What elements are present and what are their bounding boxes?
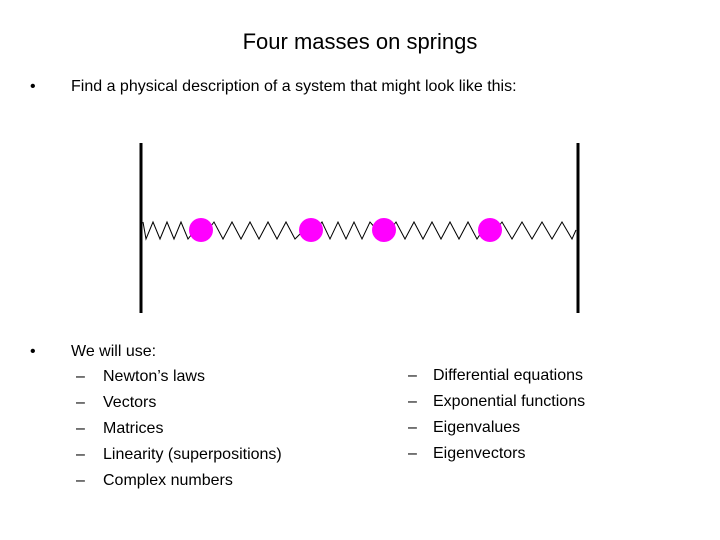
spring-5: [495, 221, 577, 241]
mass-3: [372, 218, 396, 242]
list-item: Complex numbers: [103, 472, 233, 489]
dash: –: [76, 472, 85, 489]
dash: –: [76, 446, 85, 463]
mass-1: [189, 218, 213, 242]
dash: –: [76, 420, 85, 437]
spring-3: [315, 220, 378, 241]
list-item: Eigenvalues: [433, 419, 521, 436]
bullet-text-1: Find a physical description of a system …: [71, 78, 517, 95]
dash: –: [76, 394, 85, 411]
list-item: Vectors: [103, 394, 157, 411]
dash: –: [408, 393, 417, 410]
list-item: Exponential functions: [433, 393, 586, 410]
mass-4: [478, 218, 502, 242]
list-item: Differential equations: [433, 367, 584, 384]
spring-1: [142, 220, 196, 241]
spring-4: [389, 220, 484, 241]
dash: –: [408, 445, 417, 462]
spring-2: [207, 220, 305, 241]
dash: –: [408, 367, 417, 384]
bullet-text-2: We will use:: [71, 343, 157, 360]
list-item: Linearity (superpositions): [103, 446, 282, 463]
list-item: Matrices: [103, 420, 164, 437]
list-item: Eigenvectors: [433, 445, 526, 462]
dash: –: [408, 419, 417, 436]
bullet-marker-1: •: [30, 78, 36, 95]
dash: –: [76, 368, 85, 385]
mass-2: [299, 218, 323, 242]
bullet-marker-2: •: [30, 343, 36, 360]
slide-title: Four masses on springs: [242, 29, 478, 54]
list-item: Newton’s laws: [103, 368, 205, 385]
